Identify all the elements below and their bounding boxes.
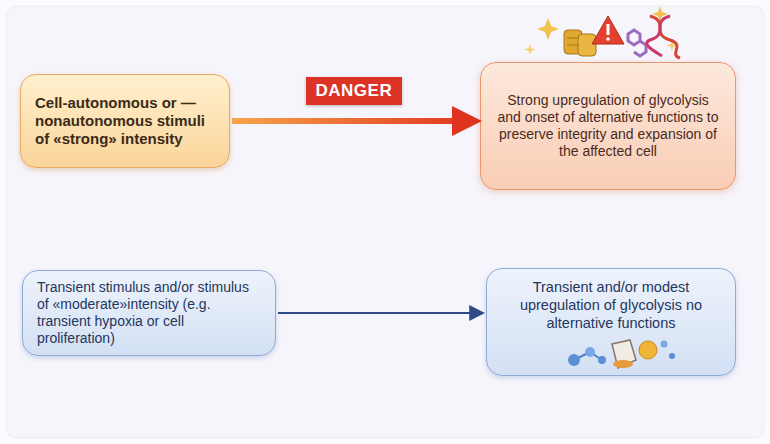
stimulus-box: Cell-autonomous or —nonautonomous stimul… xyxy=(20,74,230,168)
hexagon xyxy=(628,30,640,45)
metabolite-icons xyxy=(568,340,675,368)
background-frame xyxy=(6,6,764,438)
sparkle xyxy=(537,18,559,40)
coin-stack xyxy=(564,30,596,56)
molecule xyxy=(661,341,668,348)
molecule xyxy=(598,356,606,364)
response-box: Strong upregulation of glycolysis and on… xyxy=(480,62,736,190)
box-text: Strong upregulation of glycolysis and on… xyxy=(495,92,721,160)
sparkle xyxy=(525,44,536,55)
response-box: Transient and/or modest upregulation of … xyxy=(486,268,736,376)
edge-label: DANGER xyxy=(306,77,403,105)
danger-icons xyxy=(525,6,681,58)
sparkle xyxy=(667,40,678,51)
bond xyxy=(590,352,602,360)
molecule xyxy=(585,347,595,357)
coin-line xyxy=(567,45,579,46)
helix-strand xyxy=(647,16,670,56)
hexagon-chain xyxy=(628,30,646,56)
arrow-connector xyxy=(232,118,476,124)
coin xyxy=(578,34,596,56)
coin xyxy=(564,30,582,54)
molecule xyxy=(568,354,580,366)
warning-triangle xyxy=(592,16,624,44)
flask-liquid xyxy=(613,360,633,368)
hexagon xyxy=(634,41,646,56)
box-text: Transient and/or modest upregulation of … xyxy=(499,279,723,332)
helix-strand xyxy=(650,16,680,58)
dna-helix xyxy=(647,16,680,58)
coin-line xyxy=(567,38,579,39)
stimulus-box: Transient stimulus and/or stimulus of «m… xyxy=(22,270,276,356)
box-text: Transient stimulus and/or stimulus of «m… xyxy=(37,279,263,347)
sparkle xyxy=(652,6,668,22)
warning-bar xyxy=(607,24,610,35)
flask xyxy=(612,340,636,368)
arrow-connector xyxy=(278,312,482,314)
bond xyxy=(574,352,590,360)
glucose-sphere xyxy=(639,341,657,359)
box-text: Cell-autonomous or —nonautonomous stimul… xyxy=(35,94,219,149)
molecule xyxy=(669,353,675,359)
warning-dot xyxy=(606,37,610,41)
warning-symbol xyxy=(592,16,624,44)
